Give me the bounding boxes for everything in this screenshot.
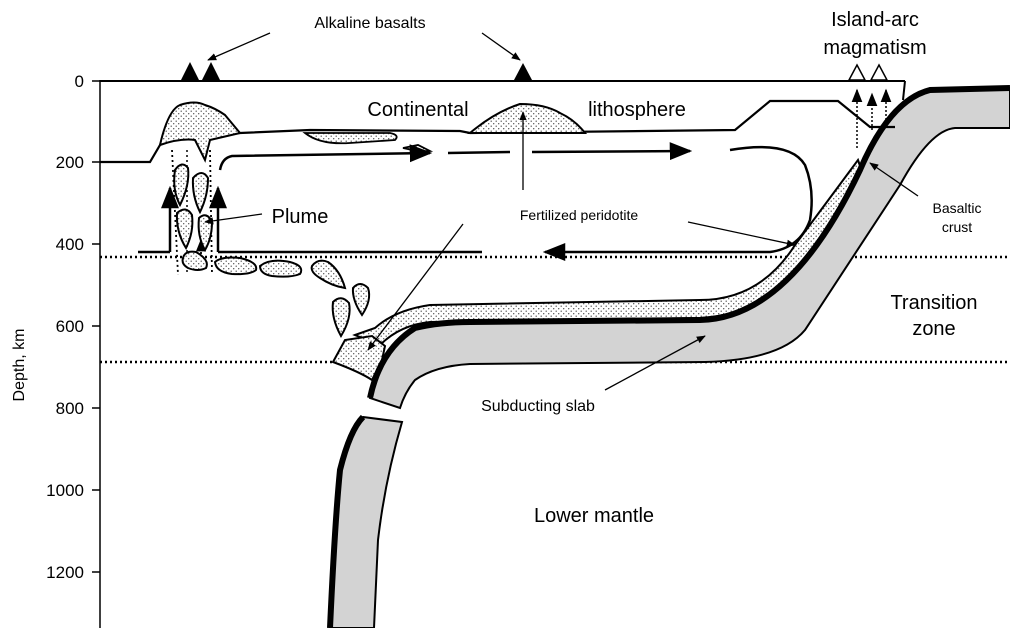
volcano-triangle-3 (514, 63, 532, 80)
leader-peridotite-right (688, 222, 795, 245)
label-plume: Plume (272, 206, 329, 228)
drop-3 (177, 209, 192, 248)
volcano-triangle-2 (202, 62, 220, 80)
flow-top-2 (448, 152, 510, 153)
tick-label-200: 200 (56, 153, 84, 172)
label-alkaline-basalts: Alkaline basalts (314, 15, 425, 32)
label-lithosphere: lithosphere (588, 99, 686, 121)
flow-top-1 (220, 153, 430, 170)
tick-label-400: 400 (56, 235, 84, 254)
drop-2 (193, 173, 208, 212)
flow-right-loop (730, 147, 812, 252)
convection-flow (138, 147, 812, 252)
leader-basalts-left (208, 33, 270, 60)
label-island-arc-2: magmatism (823, 37, 926, 59)
tick-label-1000: 1000 (46, 481, 84, 500)
plume-drops (174, 164, 369, 336)
leader-basalts-right (482, 33, 520, 60)
label-basaltic-1: Basaltic (932, 200, 981, 216)
label-transition-1: Transition (890, 292, 977, 314)
drop-6 (353, 284, 369, 315)
alkaline-basalt-volcanoes (181, 62, 532, 80)
arc-triangle-2 (871, 65, 887, 80)
fertilized-bump-center (470, 104, 585, 133)
arc-triangle-1 (849, 65, 865, 80)
tick-label-800: 800 (56, 399, 84, 418)
label-continental: Continental (367, 99, 468, 121)
drop-5 (312, 261, 345, 288)
label-island-arc-1: Island-arc (831, 9, 919, 31)
fertilized-lens-1 (305, 133, 397, 143)
label-transition-2: zone (912, 318, 955, 340)
label-basaltic-2: crust (942, 219, 972, 235)
drop-7 (333, 298, 350, 336)
fertilized-lens-2 (403, 145, 430, 151)
tick-label-1200: 1200 (46, 563, 84, 582)
trench-line (903, 81, 905, 100)
label-lower-mantle: Lower mantle (534, 505, 654, 527)
label-fertilized-peridotite: Fertilized peridotite (520, 207, 638, 223)
subducting-slab-upper (370, 88, 1010, 408)
blob-3 (260, 261, 301, 277)
tick-label-0: 0 (75, 72, 84, 91)
flow-top-3 (532, 151, 690, 152)
tick-label-600: 600 (56, 317, 84, 336)
subducting-slab-lower (330, 417, 402, 628)
leader-plume (205, 214, 262, 222)
depth-axis: 0 200 400 600 800 1000 1200 Depth, km (11, 72, 100, 628)
axis-title: Depth, km (11, 329, 28, 402)
label-subducting-slab: Subducting slab (481, 398, 595, 415)
island-arc-volcanoes (849, 65, 887, 80)
drop-1 (174, 164, 188, 205)
volcano-triangle-1 (181, 62, 199, 80)
blob-2 (215, 258, 256, 275)
blob-1 (183, 252, 207, 270)
